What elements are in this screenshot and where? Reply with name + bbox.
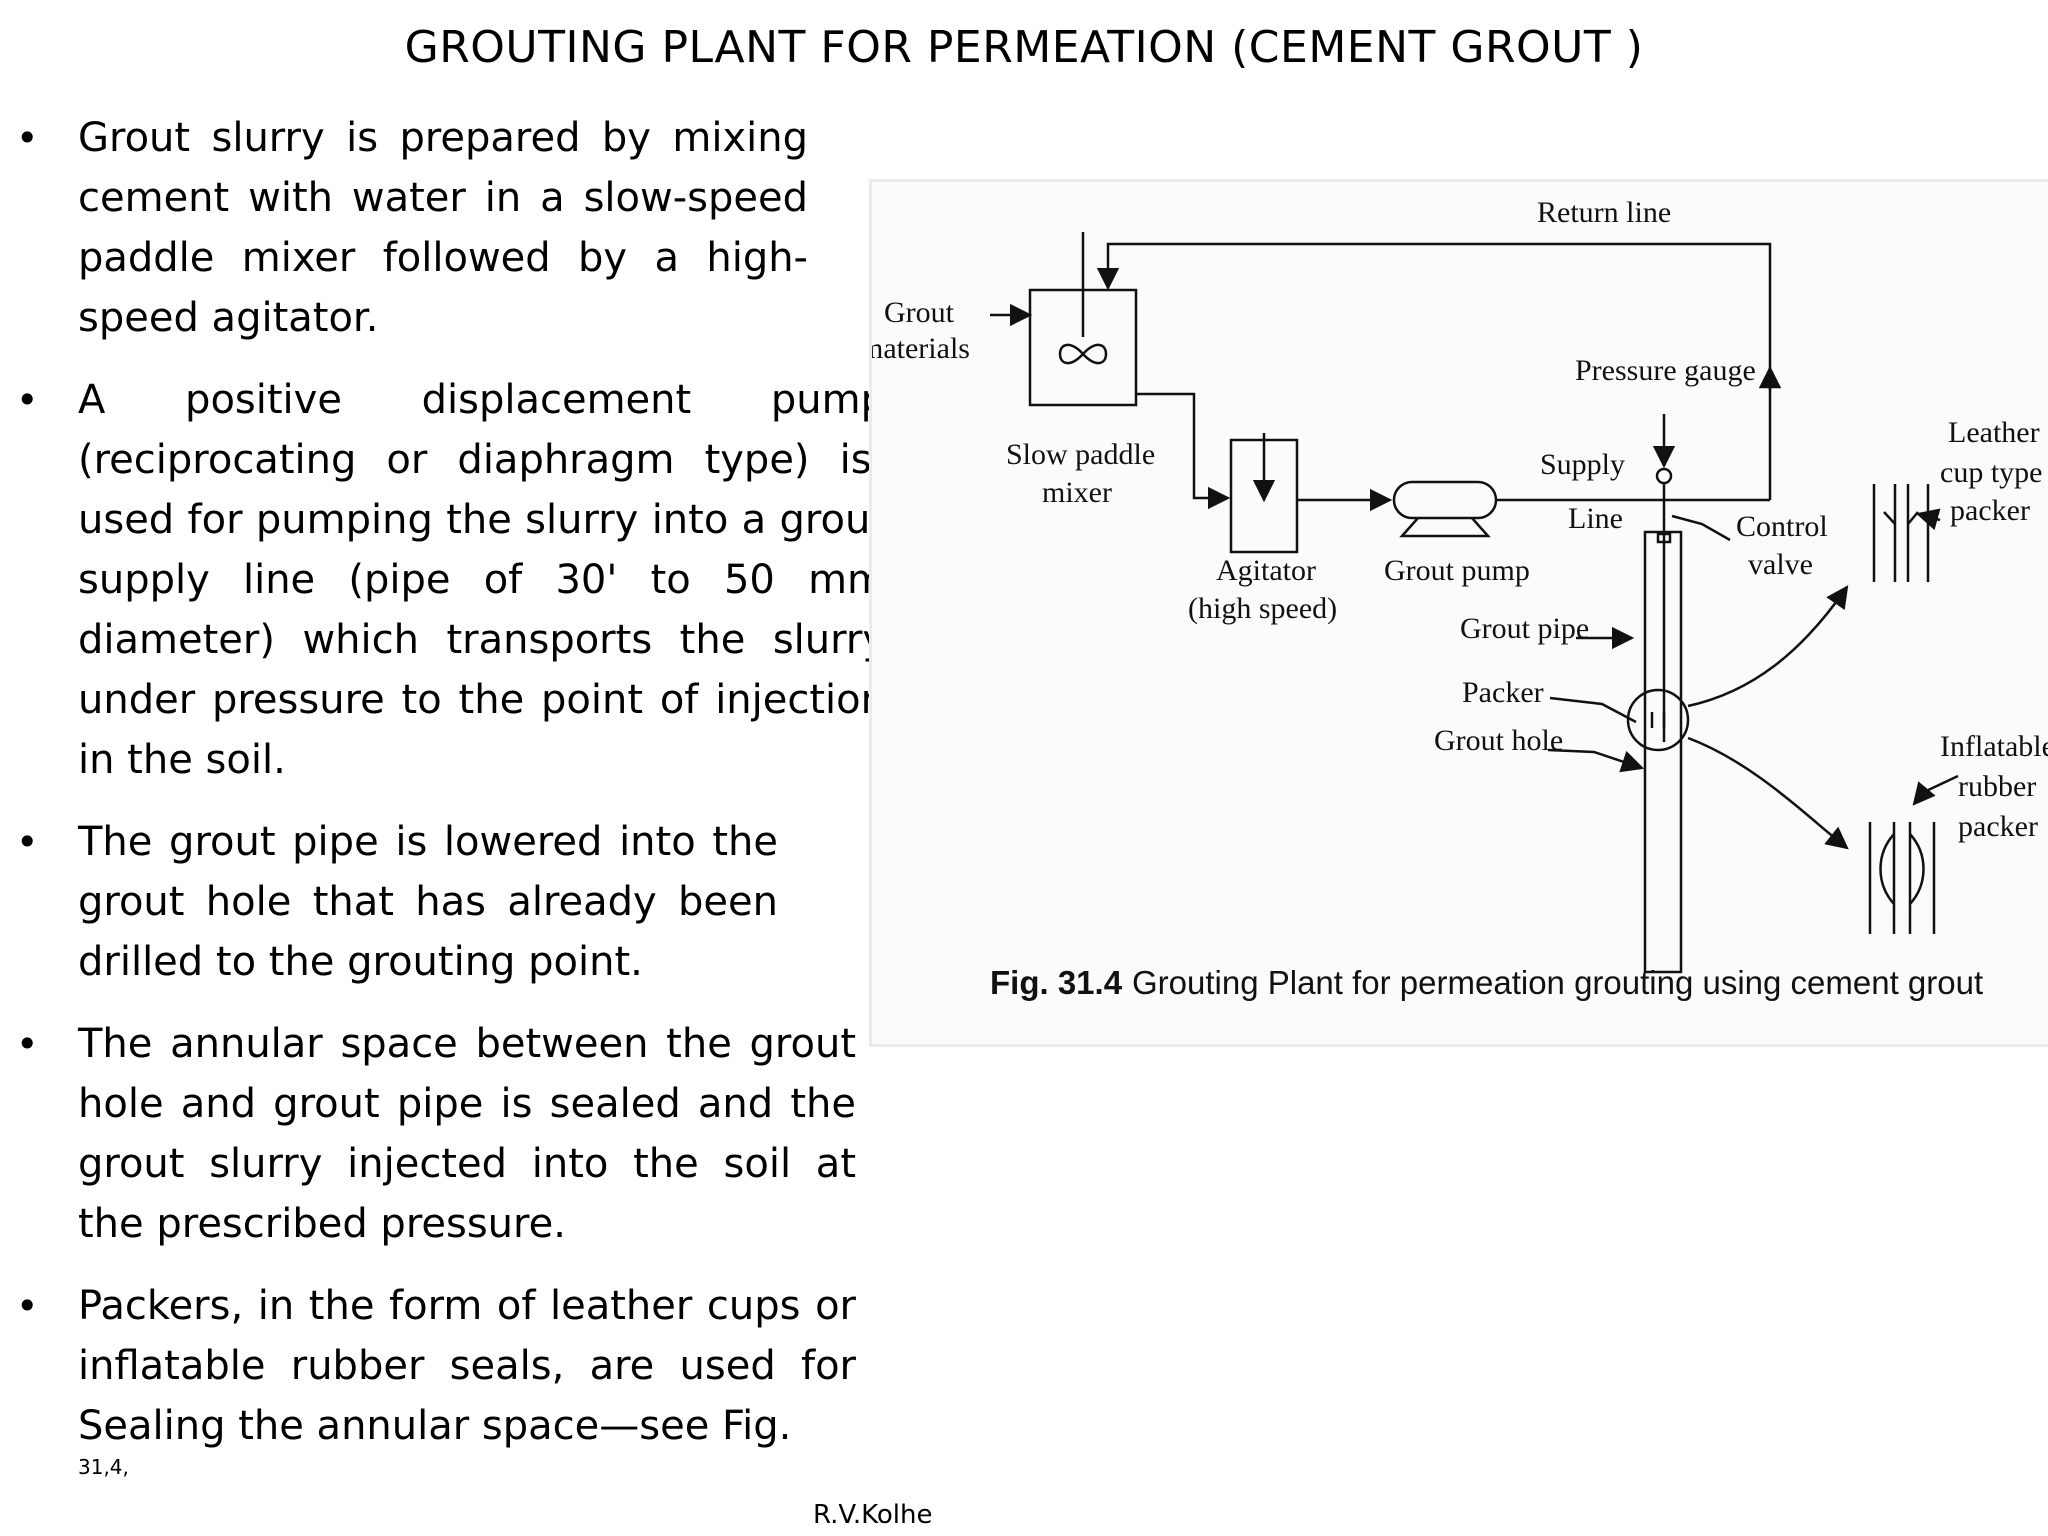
bullet-item: The grout pipe is lowered into the grout… xyxy=(0,812,778,992)
line-label: Line xyxy=(1568,502,1623,535)
bullet-item: The annular space between the grout hole… xyxy=(0,1014,856,1254)
leather-cup-label-line2: cup type xyxy=(1940,456,2042,489)
bullet-item: A positive displacement pump (reciprocat… xyxy=(0,370,886,790)
bullet-item: Grout slurry is prepared by mixing cemen… xyxy=(0,108,808,348)
return-line-label: Return line xyxy=(1537,196,1671,229)
inflatable-rubber-packer xyxy=(1868,774,1959,934)
bullet-list: Grout slurry is prepared by mixing cemen… xyxy=(0,108,900,1456)
grout-hole xyxy=(1643,530,1683,974)
leather-cup-label-line3: packer xyxy=(1950,494,2030,527)
leather-cup-label-line1: Leather xyxy=(1948,416,2040,449)
supply-label: Supply xyxy=(1540,448,1625,481)
inflatable-label-line2: rubber xyxy=(1958,770,2036,803)
inflatable-label-line1: Inflatable xyxy=(1940,730,2048,763)
bullet-item: Packers, in the form of leather cups or … xyxy=(0,1276,856,1456)
grouting-plant-diagram: Return line Grout materials Pressure gau… xyxy=(872,196,2048,1001)
grout-pump xyxy=(1392,480,1498,538)
materials-label: materials xyxy=(872,332,970,365)
grout-label: Grout xyxy=(884,296,955,329)
figure-caption: Grouting Plant for permeation grouting u… xyxy=(1132,964,1983,1001)
grout-pipe-label: Grout pipe xyxy=(1460,612,1589,645)
grout-hole-label: Grout hole xyxy=(1434,724,1563,757)
slide-title: GROUTING PLANT FOR PERMEATION (CEMENT GR… xyxy=(404,22,1644,73)
author-footer: R.V.Kolhe xyxy=(813,1500,933,1530)
grouting-plant-figure: Return line Grout materials Pressure gau… xyxy=(872,182,2048,1044)
inflatable-label-line3: packer xyxy=(1958,810,2038,843)
pressure-gauge xyxy=(1655,467,1673,485)
figure-number: Fig. 31.4 xyxy=(990,964,1123,1001)
slow-paddle-mixer-label-line1: Slow paddle xyxy=(1006,438,1155,471)
figure-reference-note: 31,4, xyxy=(78,1455,129,1479)
slow-paddle-mixer-label-line2: mixer xyxy=(1042,476,1112,509)
control-valve-label-line2: valve xyxy=(1748,548,1813,581)
packer-label: Packer xyxy=(1462,676,1544,709)
agitator-label-line2: (high speed) xyxy=(1188,592,1337,625)
agitator-label-line1: Agitator xyxy=(1216,554,1316,587)
control-valve-label-line1: Control xyxy=(1736,510,1828,543)
packer-circle xyxy=(1626,688,1690,752)
grout-pump-label: Grout pump xyxy=(1384,554,1530,587)
paddle-symbol xyxy=(1058,343,1108,365)
leather-cup-packer xyxy=(1872,484,1941,582)
pressure-gauge-label: Pressure gauge xyxy=(1575,354,1756,387)
